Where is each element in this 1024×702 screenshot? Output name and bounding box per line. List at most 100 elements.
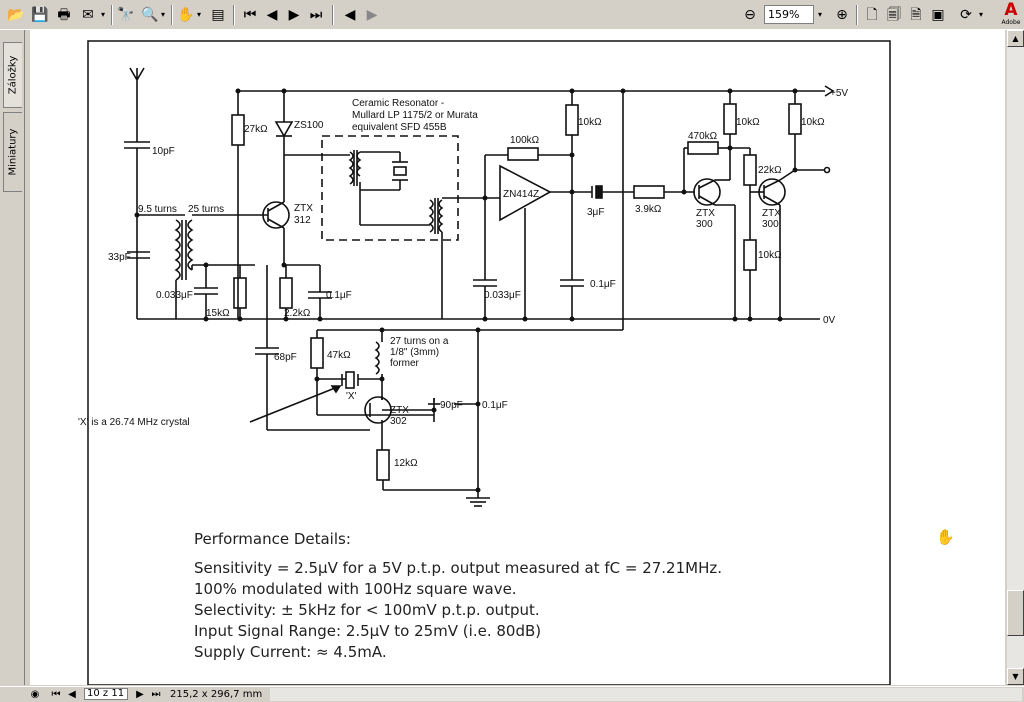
separator: [856, 5, 858, 25]
label-ic: ZN414Z: [503, 189, 539, 200]
fit-page-icon[interactable]: 🗐: [887, 7, 901, 23]
search-icon[interactable]: 🔍: [141, 7, 159, 23]
label-q4-b: 302: [390, 416, 407, 427]
performance-line-5: Supply Current: ≈ 4.5mA.: [194, 643, 387, 661]
label-r-10k-c: 10kΩ: [758, 250, 782, 261]
label-r-10k-b: 10kΩ: [736, 117, 760, 128]
label-r-22k-b: 22kΩ: [758, 165, 782, 176]
label-c-01-c: 0.1μF: [482, 400, 508, 411]
supply-arrow: [824, 85, 835, 97]
scroll-up-icon[interactable]: ▲: [1007, 30, 1024, 47]
q1-transistor: [262, 201, 290, 229]
first-page-small-icon[interactable]: ⏮: [51, 689, 61, 700]
next-page-icon[interactable]: ▶: [288, 7, 300, 23]
label-x: 'X': [346, 391, 357, 402]
open-icon[interactable]: 📂: [7, 7, 25, 23]
search-dropdown-icon[interactable]: ▾: [160, 10, 165, 19]
label-c-0033-a: 0.033μF: [156, 290, 193, 301]
label-q3-b: 300: [762, 219, 779, 230]
toolbar: 📂 💾 🖶 ✉ ▾ 🔭 🔍 ▾ ✋ ▾ ▤ ⏮ ◀ ▶ ⏭ ◀ ▶ ⊖ 159%…: [0, 0, 1024, 30]
find-icon[interactable]: 🔭: [117, 7, 135, 23]
separator: [332, 5, 334, 25]
zoom-dropdown-icon[interactable]: ▾: [817, 10, 822, 19]
save-icon[interactable]: 💾: [31, 7, 49, 23]
tab-bookmarks[interactable]: Záložky: [3, 42, 22, 108]
antenna-symbol: [129, 67, 145, 142]
label-r-22k-a: 2.2kΩ: [284, 308, 311, 319]
side-panel: Záložky Miniatury: [0, 30, 25, 685]
navigation-pane-icon[interactable]: ▤: [211, 7, 225, 23]
print-icon[interactable]: 🖶: [57, 7, 71, 23]
email-icon[interactable]: ✉: [82, 7, 94, 23]
back-icon[interactable]: ◀: [344, 7, 356, 23]
coil-primary: [174, 219, 181, 281]
actual-size-icon[interactable]: 🗋: [866, 7, 878, 23]
document-view[interactable]: +5V 0V Ceramic Resonator - Mullard LP 11…: [30, 30, 1005, 685]
prev-page-icon[interactable]: ◀: [266, 7, 278, 23]
status-bar: ◉ ⏮ ◀ 10 z 11 ▶ ⏭ 215,2 x 296,7 mm: [0, 686, 1024, 702]
next-page-small-icon[interactable]: ▶: [136, 689, 144, 700]
vertical-scrollbar[interactable]: ▲ ▼: [1007, 30, 1024, 685]
hand-cursor-icon: ✋: [936, 528, 955, 546]
page-layout-icon[interactable]: ◉: [30, 689, 40, 700]
last-page-icon[interactable]: ⏭: [309, 7, 323, 23]
scroll-thumb[interactable]: [1007, 590, 1024, 636]
last-page-small-icon[interactable]: ⏭: [151, 689, 161, 700]
label-q2-a: ZTX: [696, 208, 715, 219]
horizontal-scrollbar[interactable]: [270, 688, 1022, 701]
page-border: [87, 40, 891, 685]
fit-width-icon[interactable]: 🗎: [910, 7, 922, 23]
label-r-15k: 15kΩ: [206, 308, 230, 319]
label-coil-note-2: 1/8" (3mm): [390, 347, 439, 358]
page-number-field[interactable]: 10 z 11: [84, 688, 128, 700]
tab-bookmarks-label: Záložky: [7, 55, 19, 95]
label-supply: +5V: [830, 88, 848, 99]
prev-page-small-icon[interactable]: ◀: [68, 689, 76, 700]
label-crystal-note: 'X' is a 26.74 MHz crystal: [78, 417, 190, 428]
label-d-zs100: ZS100: [294, 120, 324, 131]
fit-visible-icon[interactable]: ▣: [931, 7, 945, 23]
rotate-dropdown-icon[interactable]: ▾: [978, 10, 983, 19]
performance-line-2: 100% modulated with 100Hz square wave.: [194, 580, 517, 598]
tab-thumbnails[interactable]: Miniatury: [3, 112, 22, 192]
label-r-10k-a: 10kΩ: [578, 117, 602, 128]
label-r-27k: 27kΩ: [244, 124, 268, 135]
scroll-down-icon[interactable]: ▼: [1007, 668, 1024, 685]
label-r-39k: 3.9kΩ: [635, 204, 662, 215]
label-r-47k: 47kΩ: [327, 350, 351, 361]
email-dropdown-icon[interactable]: ▾: [100, 10, 105, 19]
separator: [233, 5, 235, 25]
label-c-10pf: 10pF: [152, 146, 175, 157]
label-q4-a: ZTX: [390, 405, 409, 416]
label-resonator-title: Ceramic Resonator -: [352, 98, 444, 109]
separator: [111, 5, 113, 25]
page-dimensions: 215,2 x 296,7 mm: [170, 689, 263, 700]
tool-dropdown-icon[interactable]: ▾: [196, 10, 201, 19]
schematic-diagram: +5V 0V Ceramic Resonator - Mullard LP 11…: [78, 40, 891, 685]
zoom-in-icon[interactable]: ⊕: [836, 7, 848, 23]
adobe-logo: A Adobe: [1000, 1, 1022, 29]
coil-secondary: [187, 219, 194, 271]
q2-transistor: [693, 178, 721, 206]
label-q1-b: 312: [294, 215, 311, 226]
performance-line-1: Sensitivity = 2.5μV for a 5V p.t.p. outp…: [194, 559, 723, 577]
label-r-470k: 470kΩ: [688, 131, 718, 142]
performance-heading: Performance Details:: [194, 530, 351, 548]
zoom-out-icon[interactable]: ⊖: [744, 7, 756, 23]
label-coil-note-1: 27 turns on a: [390, 336, 449, 347]
performance-line-3: Selectivity: ± 5kHz for < 100mV p.t.p. o…: [194, 601, 540, 619]
performance-line-4: Input Signal Range: 2.5μV to 25mV (i.e. …: [194, 622, 542, 640]
tab-thumbnails-label: Miniatury: [7, 128, 19, 176]
label-q1-a: ZTX: [294, 203, 313, 214]
label-turns-2: 25 turns: [188, 204, 224, 215]
hand-tool-icon[interactable]: ✋: [177, 7, 195, 23]
zoom-input[interactable]: 159%: [764, 5, 814, 24]
rotate-icon[interactable]: ⟳: [960, 7, 972, 23]
label-c-01-a: 0.1μF: [326, 290, 352, 301]
label-ground: 0V: [823, 315, 836, 326]
forward-icon[interactable]: ▶: [366, 7, 378, 23]
first-page-icon[interactable]: ⏮: [243, 7, 257, 23]
label-resonator-3: equivalent SFD 455B: [352, 122, 447, 133]
label-r-100k: 100kΩ: [510, 135, 540, 146]
performance-details: Performance Details: Sensitivity = 2.5μV…: [194, 530, 834, 663]
